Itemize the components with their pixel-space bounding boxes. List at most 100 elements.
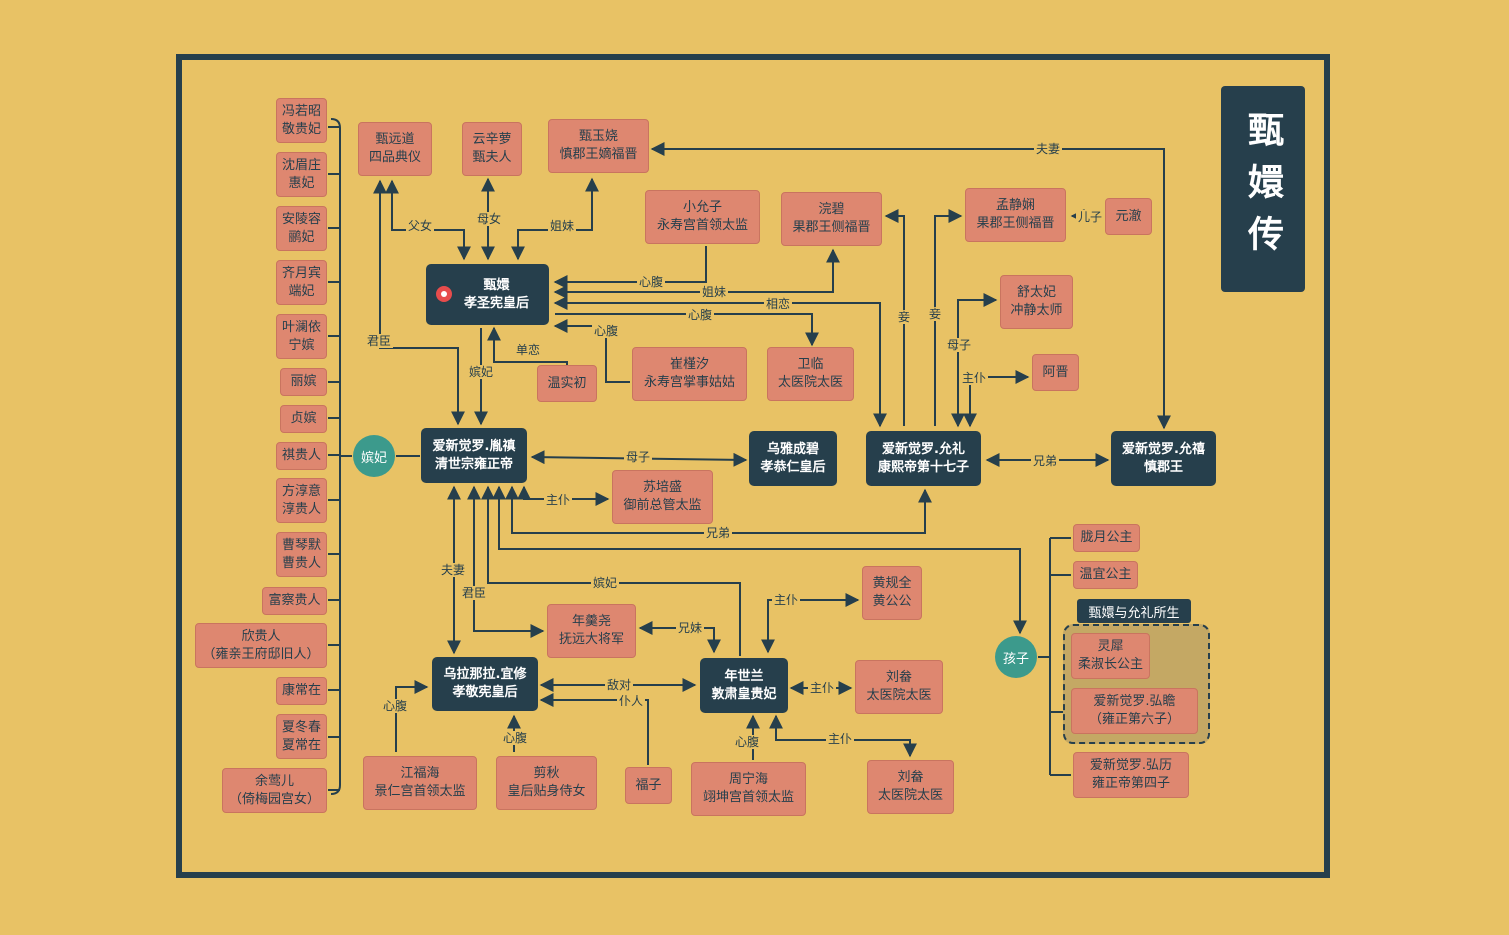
person-mengjingxian[interactable]: 孟静娴果郡王侧福晋 — [965, 188, 1066, 242]
person-name: 年世兰 — [724, 668, 764, 684]
person-zhenyurao[interactable]: 甄玉娆慎郡王嫡福晋 — [548, 119, 649, 173]
person-niangengyao[interactable]: 年羹尧抚远大将军 — [547, 604, 636, 658]
person-title: 永寿宫首领太监 — [656, 218, 748, 233]
concubine-12[interactable]: 欣贵人（雍亲王府邸旧人） — [195, 623, 327, 668]
person-name: 福子 — [635, 777, 662, 793]
person-name: 爱新觉罗.允礼 — [882, 441, 965, 457]
child-hongzhan[interactable]: 爱新觉罗.弘瞻 （雍正第六子） — [1071, 688, 1198, 734]
person-yuanche[interactable]: 元澈 — [1105, 198, 1152, 235]
child-longyue[interactable]: 胧月公主 — [1073, 524, 1140, 552]
person-name: 卫临 — [797, 357, 824, 373]
person-name: 爱新觉罗.弘瞻 — [1093, 694, 1176, 710]
concubine-14[interactable]: 夏冬春夏常在 — [276, 714, 327, 759]
concubine-6[interactable]: 丽嫔 — [280, 368, 327, 396]
concubine-1[interactable]: 冯若昭敬贵妃 — [276, 98, 327, 143]
person-name: 刘畚 — [897, 770, 924, 786]
concubine-3[interactable]: 安陵容鹂妃 — [276, 206, 327, 251]
relation-label: 仆人 — [617, 694, 646, 708]
children-hub[interactable]: 孩子 — [995, 636, 1037, 678]
person-cuijinxi[interactable]: 崔槿汐永寿宫掌事姑姑 — [632, 347, 747, 401]
relation-label: 心腹 — [733, 735, 762, 749]
person-zhenyuandao[interactable]: 甄远道四品典仪 — [358, 122, 432, 176]
relation-label: 主仆 — [826, 732, 855, 746]
concubine-name: 欣贵人 — [241, 628, 281, 644]
person-yinzhen[interactable]: 爱新觉罗.胤禛清世宗雍正帝 — [421, 428, 527, 483]
concubine-name: 贞嫔 — [290, 411, 317, 427]
concubine-8[interactable]: 祺贵人 — [276, 442, 327, 470]
person-xiaoyunzi[interactable]: 小允子永寿宫首领太监 — [645, 190, 760, 244]
person-ajin[interactable]: 阿晋 — [1032, 354, 1079, 391]
person-liuyu2[interactable]: 刘畚太医院太医 — [867, 760, 954, 814]
concubine-name: 富察贵人 — [268, 593, 321, 609]
children-group-title: 甄嬛与允礼所生 — [1077, 599, 1191, 623]
person-name: 爱新觉罗.胤禛 — [432, 438, 516, 454]
relation-label: 心腹 — [686, 308, 715, 322]
concubines-hub[interactable]: 嫔妃 — [353, 435, 395, 477]
person-name: 元澈 — [1115, 208, 1142, 224]
concubine-13[interactable]: 康常在 — [276, 677, 327, 705]
person-yixiu[interactable]: 乌拉那拉.宜修孝敬宪皇后 — [432, 657, 538, 711]
person-title: 清世宗雍正帝 — [434, 456, 513, 472]
concubine-4[interactable]: 齐月宾端妃 — [276, 260, 327, 305]
concubine-2[interactable]: 沈眉庄惠妃 — [276, 152, 327, 197]
concubine-name: 康常在 — [281, 683, 321, 699]
person-huangguiquan[interactable]: 黄规全黄公公 — [862, 566, 922, 620]
person-wuyachengbi[interactable]: 乌雅成碧孝恭仁皇后 — [749, 431, 837, 486]
person-name: 黄规全 — [872, 576, 912, 592]
person-title: 御前总管太监 — [623, 498, 702, 513]
child-lingxi[interactable]: 灵犀柔淑长公主 — [1071, 633, 1150, 679]
concubine-15[interactable]: 余莺儿（倚梅园宫女） — [222, 768, 327, 813]
person-name: 爱新觉罗.弘历 — [1089, 758, 1173, 774]
person-yunli[interactable]: 爱新觉罗.允礼康熙帝第十七子 — [866, 431, 981, 486]
concubine-9[interactable]: 方淳意淳贵人 — [276, 478, 327, 523]
person-wenshichu[interactable]: 温实初 — [537, 365, 597, 402]
concubine-5[interactable]: 叶澜依宁嫔 — [276, 314, 327, 359]
person-name: 胧月公主 — [1080, 530, 1133, 546]
concubine-title: 曹贵人 — [281, 555, 321, 571]
person-title: 孝敬宪皇后 — [452, 685, 518, 700]
person-jianqiu[interactable]: 剪秋皇后贴身侍女 — [496, 756, 597, 810]
concubine-10[interactable]: 曹琴默曹贵人 — [276, 532, 327, 577]
child-wenyi[interactable]: 温宜公主 — [1073, 561, 1138, 589]
concubine-11[interactable]: 富察贵人 — [262, 587, 327, 615]
person-jiangfuhai[interactable]: 江福海景仁宫首领太监 — [363, 756, 477, 810]
person-supeisheng[interactable]: 苏培盛御前总管太监 — [612, 470, 713, 524]
person-title: 康熙帝第十七子 — [877, 459, 969, 475]
person-name: 崔槿汐 — [669, 357, 709, 373]
child-hongli[interactable]: 爱新觉罗.弘历雍正帝第四子 — [1073, 752, 1189, 798]
concubine-title: （倚梅园宫女） — [228, 791, 320, 807]
person-title: （雍正第六子） — [1088, 712, 1180, 727]
relation-label: 君臣 — [460, 586, 489, 600]
person-yunxi[interactable]: 爱新觉罗.允禧慎郡王 — [1111, 431, 1216, 486]
person-title: 孝恭仁皇后 — [760, 459, 826, 475]
concubine-name: 安陵容 — [281, 211, 321, 227]
person-name: 阿晋 — [1042, 364, 1069, 380]
person-title: 慎郡王 — [1143, 459, 1183, 475]
concubine-7[interactable]: 贞嫔 — [280, 405, 327, 433]
relation-label: 母女 — [475, 212, 504, 226]
title-panel: 甄嬛传 — [1221, 86, 1305, 292]
person-huanbi[interactable]: 浣碧果郡王侧福晋 — [781, 192, 882, 246]
person-shutaifei[interactable]: 舒太妃冲静太师 — [1000, 275, 1073, 329]
concubine-title: 鹂妃 — [288, 229, 315, 245]
person-name: 甄玉娆 — [578, 129, 618, 145]
relation-label: 夫妻 — [439, 563, 468, 577]
person-zhouninghai[interactable]: 周宁海翊坤宫首领太监 — [691, 762, 806, 816]
person-title: 敦肃皇贵妃 — [711, 686, 777, 702]
person-weilin[interactable]: 卫临太医院太医 — [767, 347, 854, 401]
user-avatar-icon — [436, 286, 452, 302]
relation-label: 嫔妃 — [591, 576, 620, 590]
concubine-title: 宁嫔 — [288, 337, 315, 353]
person-name: 甄嬛 — [483, 277, 510, 293]
person-nianshilan[interactable]: 年世兰敦肃皇贵妃 — [700, 658, 788, 713]
person-name: 江福海 — [400, 766, 440, 782]
person-fuzi[interactable]: 福子 — [625, 767, 672, 804]
relation-label: 敌对 — [605, 678, 634, 692]
person-liuyu1[interactable]: 刘畚太医院太医 — [855, 660, 943, 714]
person-name: 灵犀 — [1097, 639, 1124, 655]
person-title: 太医院太医 — [866, 688, 932, 703]
person-name: 年羹尧 — [571, 614, 611, 630]
concubine-name: 冯若昭 — [281, 103, 321, 119]
person-title: 雍正帝第四子 — [1091, 776, 1170, 791]
person-yunxinluo[interactable]: 云辛萝甄夫人 — [462, 122, 522, 176]
